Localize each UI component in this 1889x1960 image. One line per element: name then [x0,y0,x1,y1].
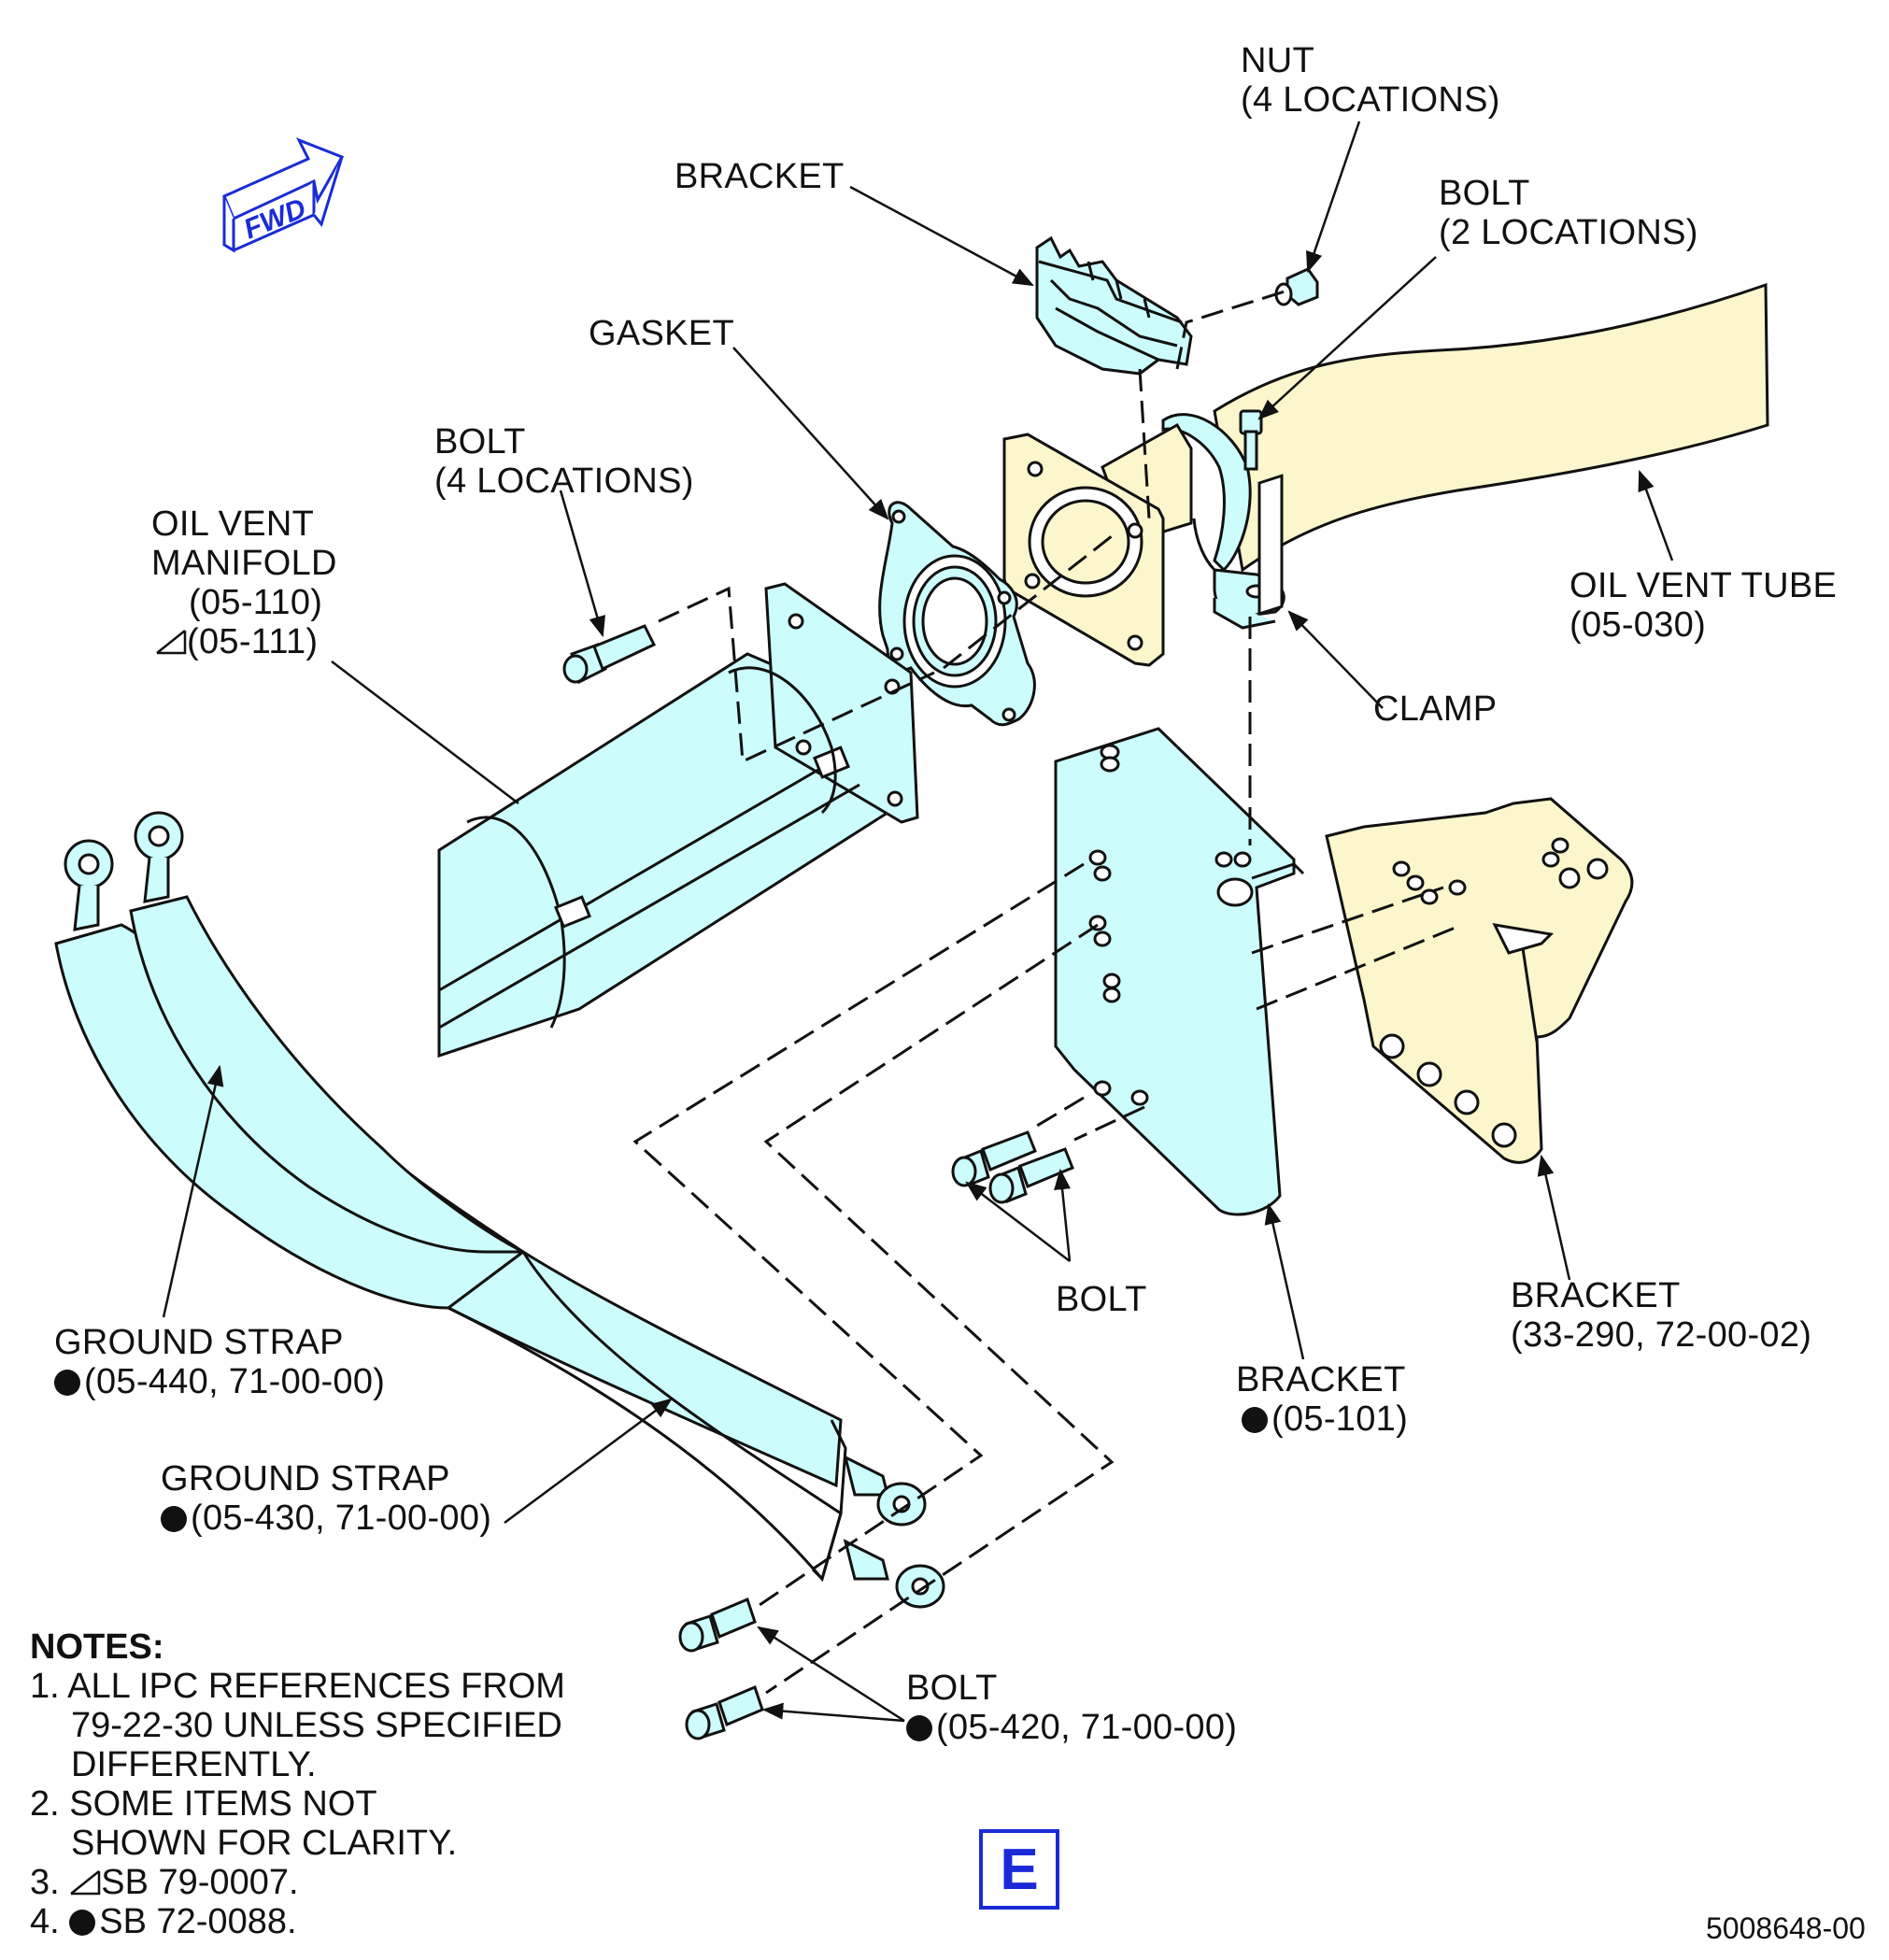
leader-lines [162,121,1674,1723]
oil-vent-tube-flange [1002,422,1193,667]
nut [1274,267,1319,306]
bullet-note-icon [69,1910,96,1936]
note-line: DIFFERENTLY. [71,1745,317,1784]
note-line: 2. SOME ITEMS NOT [30,1784,377,1824]
label-clamp: CLAMP [1373,689,1498,729]
assembly-lines [632,290,1463,1695]
label-bracket-05-101: BRACKET (05-101) [1236,1360,1409,1439]
label-oil-vent-manifold: OIL VENT MANIFOLD (05-110) (05-111) [151,504,337,661]
bullet-note-icon [906,1715,932,1741]
oil-vent-manifold [437,582,919,1058]
document-number: 5008648-00 [1706,1911,1866,1945]
label-gasket: GASKET [589,314,734,353]
label-bolt-2-locations: BOLT (2 LOCATIONS) [1439,174,1698,252]
label-bolt-4-locations: BOLT (4 LOCATIONS) [434,422,694,501]
fwd-arrow-icon: FWD [222,137,345,253]
triangle-note-icon [156,630,187,655]
bracket-05-101 [1054,474,1305,1216]
bolt-2-locations [1239,409,1263,471]
note-line: 3. SB 79-0007. [30,1863,299,1902]
view-label: E [979,1829,1059,1910]
triangle-note-icon [70,1870,101,1896]
bracket-top [1035,235,1193,376]
gasket [878,501,1036,727]
bolts-bottom [678,1597,764,1740]
notes-block: NOTES: 1. ALL IPC REFERENCES FROM 79-22-… [30,1627,565,1941]
label-bolt-05-420: BOLT (05-420, 71-00-00) [906,1669,1238,1747]
note-line: 1. ALL IPC REFERENCES FROM [30,1667,565,1706]
bolts-middle [951,1130,1074,1204]
note-line: 4. SB 72-0088. [30,1902,297,1941]
label-bracket-33-290: BRACKET (33-290, 72-00-02) [1511,1276,1812,1355]
bolt-4-locations [562,624,657,685]
bullet-note-icon [54,1370,80,1396]
notes-title: NOTES: [30,1627,164,1667]
label-ground-strap-440: GROUND STRAP (05-440, 71-00-00) [54,1323,386,1401]
bracket-33-290 [1325,797,1634,1164]
note-line: SHOWN FOR CLARITY. [71,1824,458,1863]
label-bolt-middle: BOLT [1056,1280,1147,1319]
bullet-note-icon [161,1506,187,1532]
bullet-note-icon [1242,1407,1268,1433]
label-nut: NUT (4 LOCATIONS) [1241,41,1500,120]
label-ground-strap-430: GROUND STRAP (05-430, 71-00-00) [161,1459,492,1538]
oil-vent-tube [1213,282,1769,573]
label-oil-vent-tube: OIL VENT TUBE (05-030) [1569,566,1838,645]
label-bracket-top: BRACKET [675,157,845,196]
note-line: 79-22-30 UNLESS SPECIFIED [71,1706,562,1745]
ground-straps [54,811,945,1609]
